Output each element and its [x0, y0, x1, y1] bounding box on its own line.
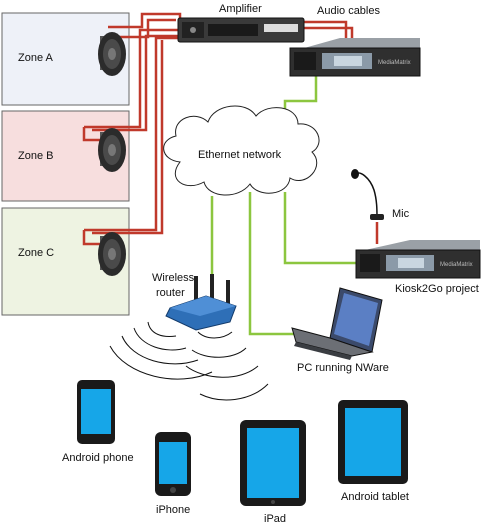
- android-phone-label: Android phone: [62, 452, 134, 464]
- android-phone: [77, 380, 115, 444]
- ethernet-label: Ethernet network: [198, 149, 282, 161]
- speaker-zone-b: [98, 128, 126, 172]
- mic-label: Mic: [392, 208, 410, 220]
- speaker-zone-c: [98, 232, 126, 276]
- processor-top-brand: MediaMatrix: [378, 60, 411, 66]
- kiosk-processor-brand: MediaMatrix: [440, 262, 473, 268]
- zone-c-label: Zone C: [18, 247, 54, 259]
- zone-b-label: Zone B: [18, 150, 53, 162]
- ipad: [240, 420, 306, 506]
- android-tablet-label: Android tablet: [341, 491, 409, 503]
- audio-cables-label: Audio cables: [317, 5, 380, 17]
- ipad-label: iPad: [264, 513, 286, 525]
- pc-label: PC running NWare: [297, 362, 389, 374]
- wireless-label-line1: Wireless: [152, 272, 195, 284]
- wireless-router: [165, 274, 237, 331]
- ethernet-cloud: Ethernet network: [163, 105, 320, 196]
- amplifier: [177, 17, 305, 43]
- amplifier-label: Amplifier: [219, 3, 262, 15]
- wireless-label-line2: router: [156, 287, 185, 299]
- iphone: [155, 432, 191, 496]
- kiosk-processor: MediaMatrix: [355, 240, 481, 279]
- processor-top: MediaMatrix: [289, 38, 421, 77]
- iphone-label: iPhone: [156, 504, 190, 516]
- microphone: [351, 169, 384, 220]
- wireless-waves: [109, 321, 269, 401]
- laptop-pc: [291, 287, 383, 360]
- zone-a-label: Zone A: [18, 52, 54, 64]
- kiosk-label: Kiosk2Go project: [395, 283, 479, 295]
- speaker-zone-a: [98, 32, 126, 76]
- android-tablet: [338, 400, 408, 484]
